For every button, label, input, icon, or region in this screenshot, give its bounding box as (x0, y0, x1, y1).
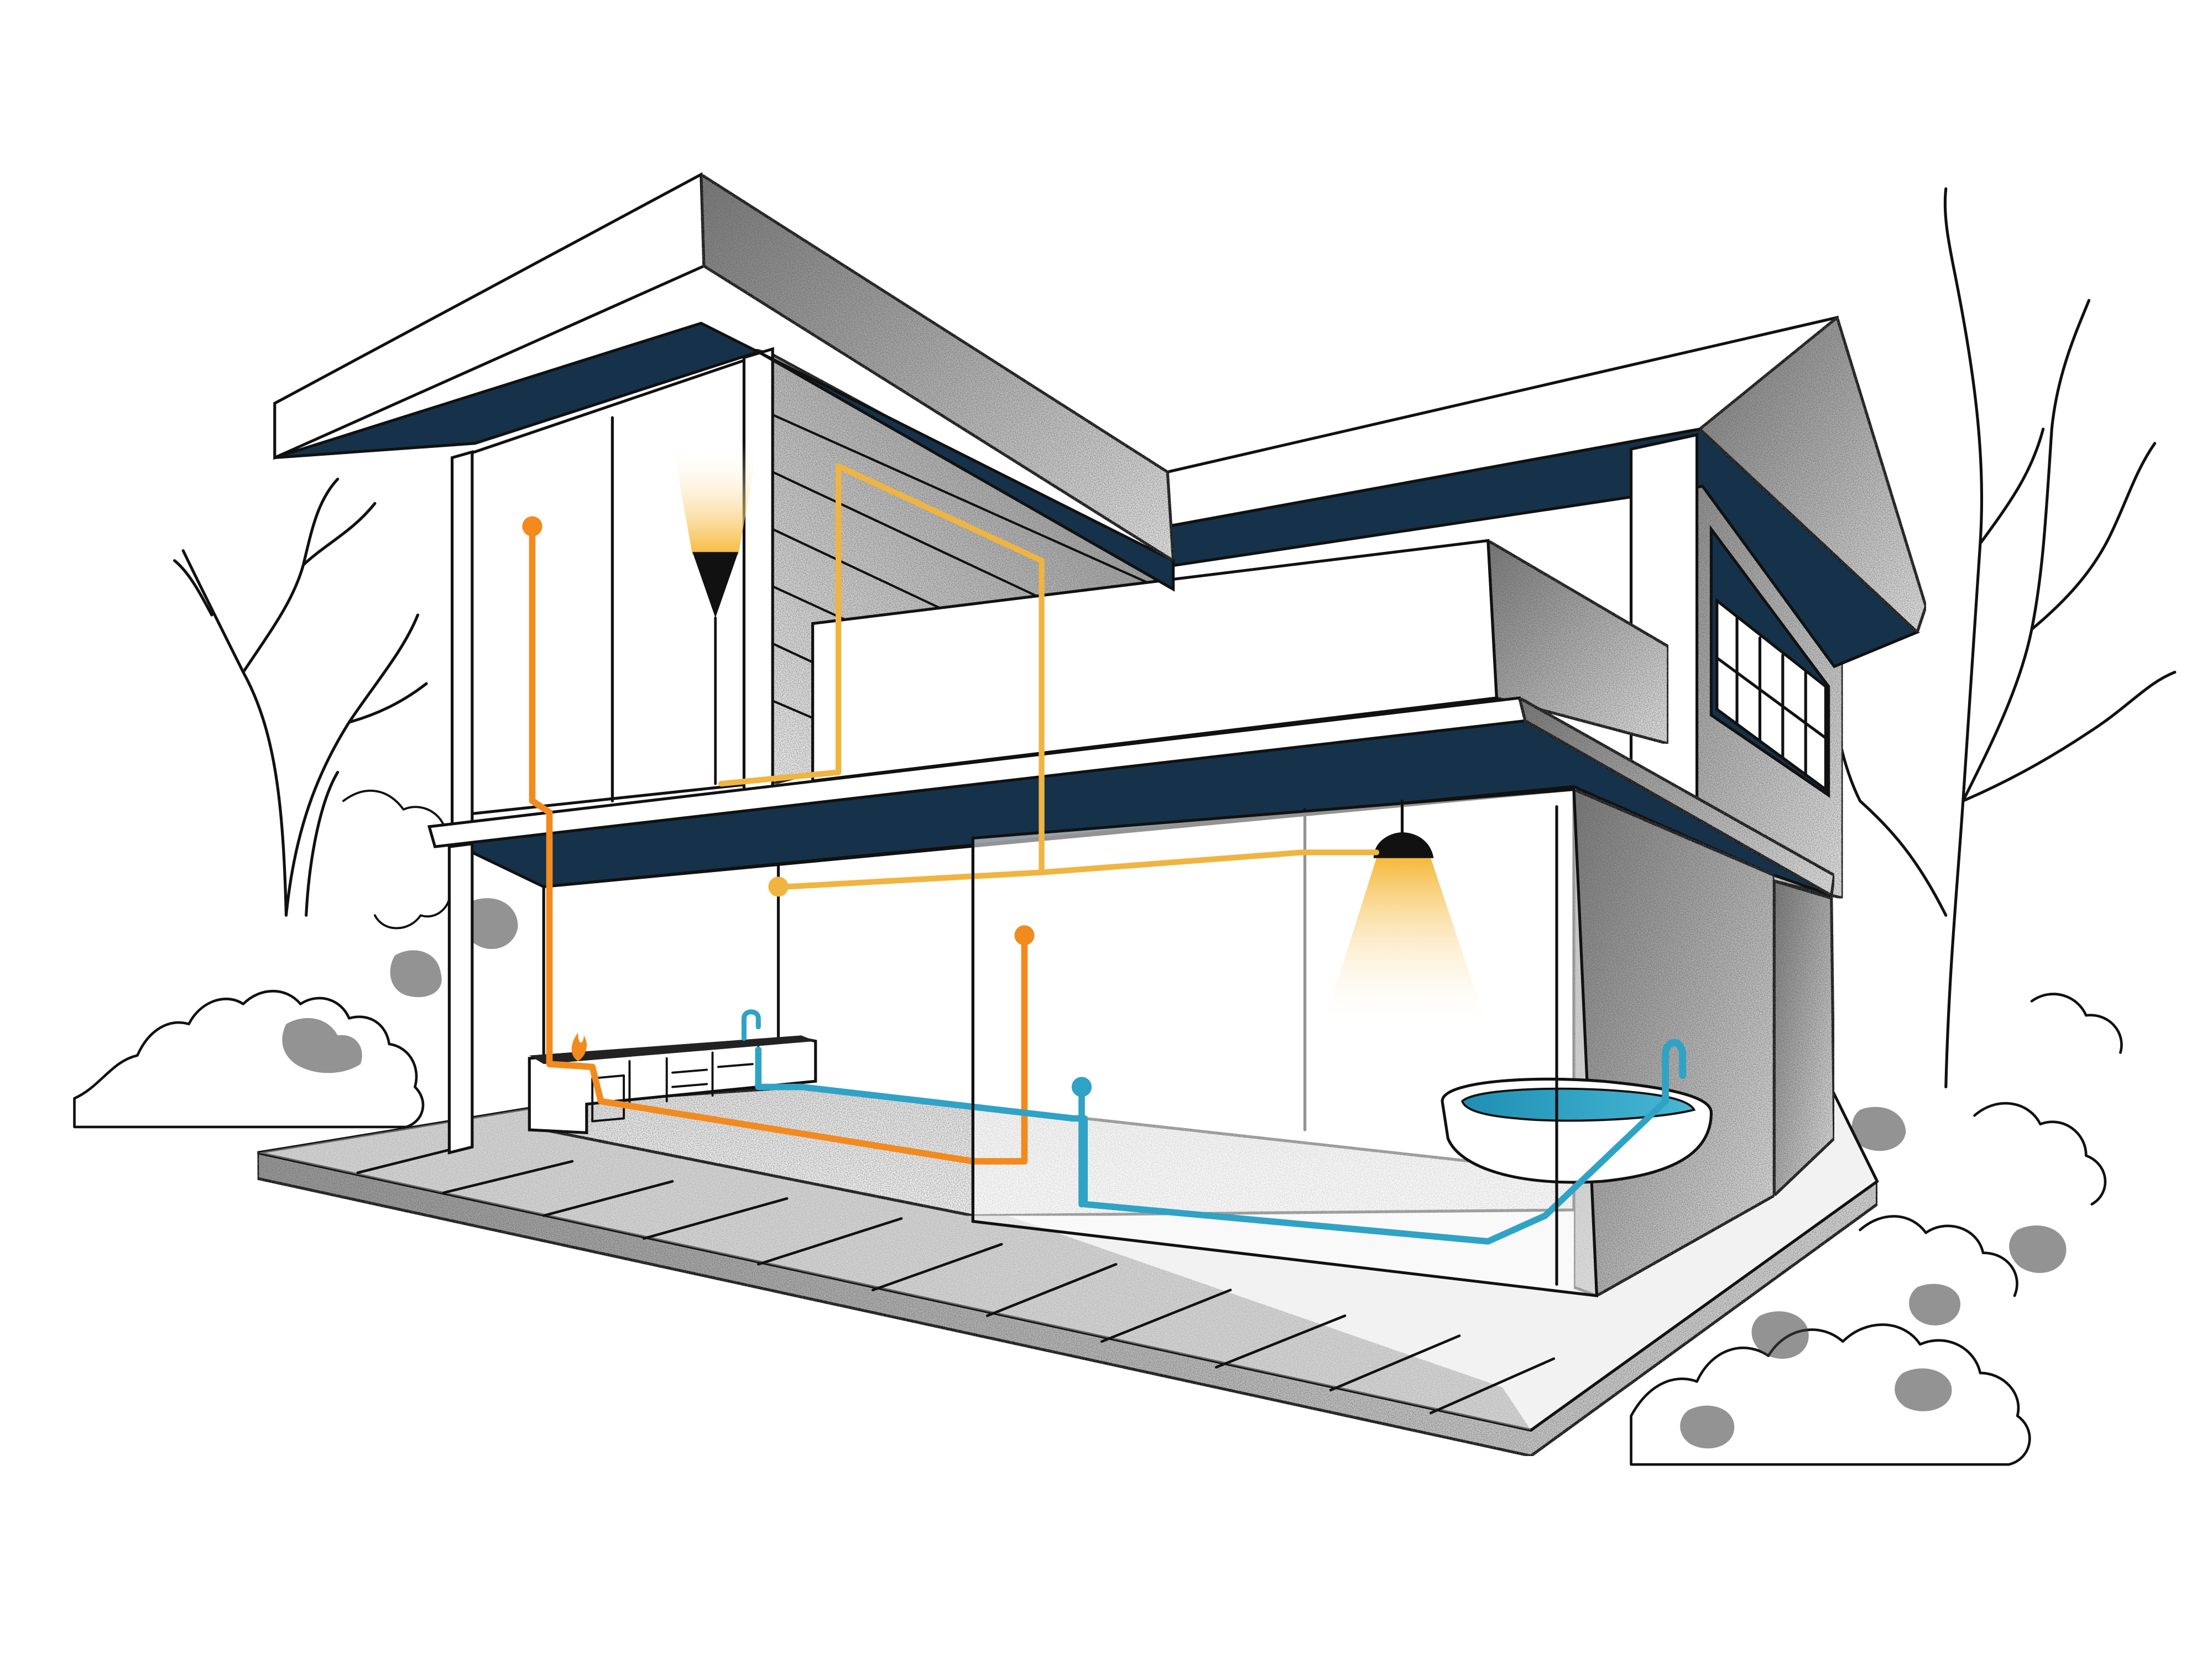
power-line (718, 463, 1380, 897)
faucet-icon (741, 1009, 761, 1041)
upper-roof-fascia (700, 171, 1175, 564)
bathroom (1441, 1039, 1713, 1184)
pendant-lamp-icon (1373, 832, 1434, 858)
gas-line (522, 516, 1035, 1165)
front-left-column (447, 842, 474, 1155)
glass-outline (971, 805, 1558, 1286)
power-outlet (768, 877, 789, 897)
wing-roof-fascia (1697, 315, 1928, 635)
bare-tree-icon (1833, 187, 2177, 1089)
shrub-shadow (282, 1018, 362, 1073)
upper-back-post (742, 347, 774, 791)
pendant-lamp (1322, 799, 1488, 1030)
right-side-exterior (1772, 879, 1836, 1199)
tree-left (73, 477, 518, 1129)
shrub-shadow (1851, 1107, 1906, 1151)
tree-right (1630, 187, 2177, 1466)
upper-roof-soffit (274, 321, 1175, 592)
lamp-glow-up (672, 443, 759, 555)
kitchen (528, 1009, 817, 1134)
counter-top (529, 1035, 816, 1065)
upper-left-post (451, 450, 474, 831)
oven-door (591, 1074, 625, 1123)
upper-floor (273, 171, 1670, 831)
wing-window (1709, 525, 1830, 798)
water-line (755, 1046, 1669, 1245)
balcony-parapet-front (811, 539, 1499, 782)
faucet-icon (1662, 1039, 1687, 1105)
wing-front-column (1629, 432, 1699, 803)
wall-lamp (672, 443, 759, 785)
shrub-icon (1630, 1323, 2031, 1466)
gas-outlet-upper (522, 516, 542, 536)
slab-edge-side (1517, 695, 1836, 898)
gas-outlet-lower (1014, 925, 1035, 946)
upper-right-wing (1166, 315, 1928, 900)
bathtub-water (1461, 1087, 1696, 1122)
deck-shading (257, 1101, 1531, 1431)
flame-icon (571, 1032, 587, 1061)
shrub-icon (73, 989, 425, 1129)
wall-lamp-icon (692, 552, 739, 618)
mid-floor-slab (427, 695, 1836, 898)
bare-tree-icon (173, 477, 428, 917)
lamp-glow-down (1322, 858, 1488, 1030)
